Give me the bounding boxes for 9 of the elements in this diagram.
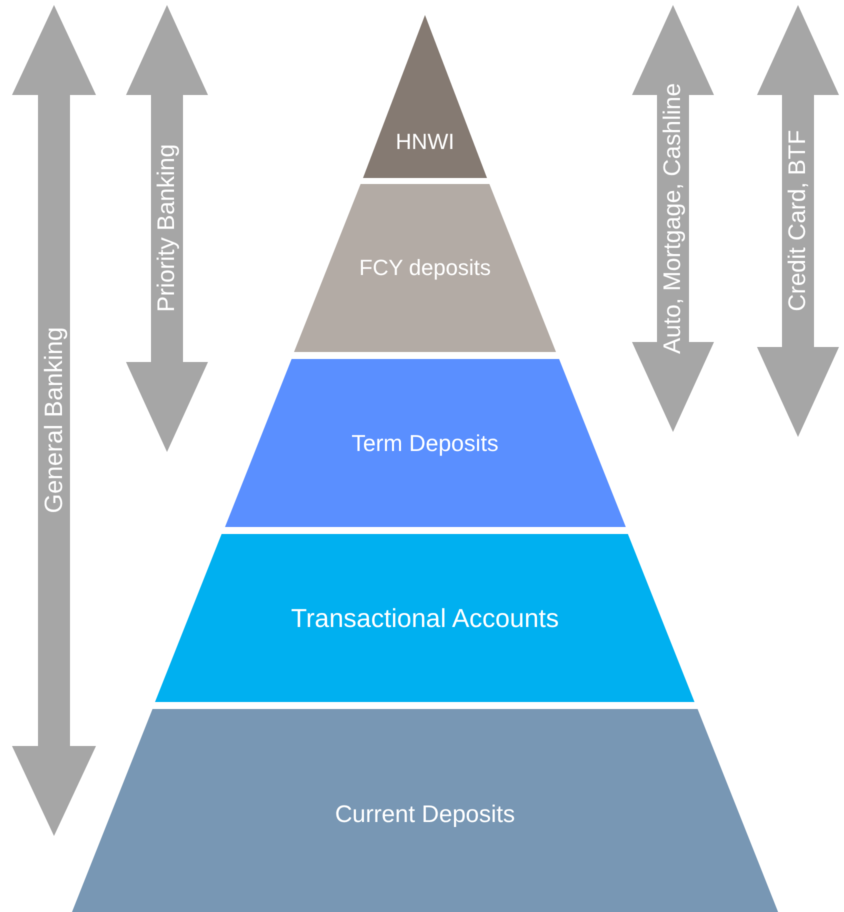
tier-label: Term Deposits <box>351 430 498 456</box>
banner-label: Auto, Mortgage, Cashline <box>659 83 687 354</box>
tier-label: Transactional Accounts <box>291 602 559 634</box>
tier-label: HNWI <box>396 129 454 156</box>
tier-label: FCY deposits <box>359 255 491 281</box>
tier-label: Current Deposits <box>334 800 516 829</box>
banner-label: Priority Banking <box>153 144 181 313</box>
banner-label: Credit Card, BTF <box>784 130 812 312</box>
banner-label: General Banking <box>40 327 68 514</box>
